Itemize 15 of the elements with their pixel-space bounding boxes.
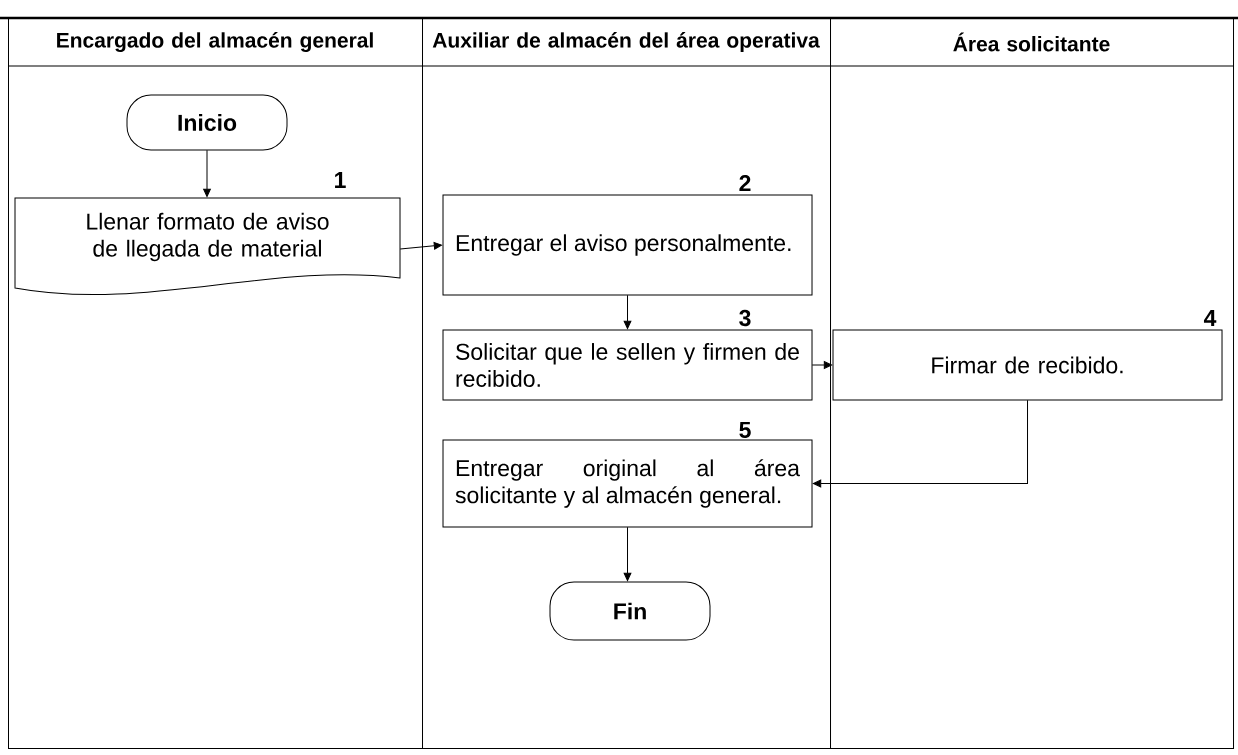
process-box: Entregar el aviso personalmente. (442, 194, 813, 296)
arrow (812, 399, 1028, 488)
arrow (623, 526, 632, 582)
process-box: Entregar original al área solicitante y al almacén general. (442, 439, 813, 528)
step-number: 1 (335, 172, 346, 188)
step-number: 3 (739, 309, 751, 327)
arrow (399, 241, 443, 250)
step-number: 4 (1203, 310, 1217, 326)
process-box: Firmar de recibido. (832, 329, 1223, 401)
process-box: Solicitar que le sellen y firmen de recibido. (442, 329, 813, 401)
step-number: 5 (739, 422, 751, 439)
arrow (203, 149, 211, 198)
step-number: 2 (739, 174, 751, 192)
arrow (811, 361, 833, 369)
arrow (623, 294, 632, 330)
